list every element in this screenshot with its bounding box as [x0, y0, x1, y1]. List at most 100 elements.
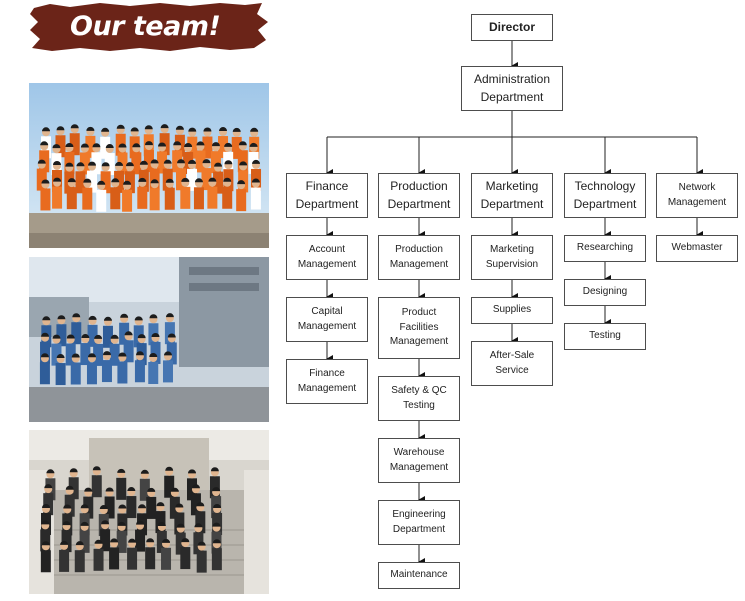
- person-body: [193, 532, 204, 555]
- administration-department-box: Administration Department: [461, 66, 563, 111]
- person-body: [85, 135, 96, 158]
- person-hair: [219, 127, 228, 132]
- person-body: [69, 133, 80, 156]
- person-hair: [202, 159, 211, 164]
- person-hair: [62, 521, 71, 526]
- person-hair: [65, 162, 74, 167]
- person-hair: [76, 162, 85, 167]
- person-hair: [147, 487, 156, 492]
- person-hair: [163, 159, 172, 164]
- finance-department-box: Finance Department: [286, 173, 368, 218]
- person-hair: [165, 313, 174, 318]
- person-hair: [214, 162, 223, 167]
- person-hair: [212, 522, 221, 527]
- person-hair: [92, 143, 101, 148]
- person-hair: [163, 351, 172, 356]
- person-body: [123, 340, 134, 363]
- person-hair: [203, 127, 212, 132]
- person-body: [169, 496, 180, 519]
- person-hair: [110, 334, 119, 339]
- person-hair: [194, 178, 203, 183]
- person-hair: [224, 160, 233, 165]
- person-body: [149, 188, 160, 211]
- director-box: Director: [471, 14, 553, 41]
- person-body: [126, 496, 137, 519]
- person-hair: [187, 469, 196, 474]
- person-body: [135, 529, 146, 552]
- person-body: [40, 341, 51, 364]
- person-body: [65, 343, 76, 366]
- person-hair: [149, 314, 158, 319]
- person-body: [100, 136, 111, 159]
- person-body: [104, 153, 115, 176]
- person-body: [75, 171, 86, 194]
- person-body: [176, 168, 187, 191]
- person-hair: [151, 332, 160, 337]
- person-hair: [80, 143, 89, 148]
- person-body: [110, 187, 121, 210]
- person-hair: [158, 142, 167, 147]
- person-body: [93, 343, 104, 366]
- supplies-box: Supplies: [471, 297, 553, 324]
- person-body: [87, 324, 98, 347]
- person-hair: [184, 143, 193, 148]
- person-hair: [99, 505, 108, 510]
- person-body: [213, 171, 224, 194]
- technology-department-box: Technology Department: [564, 173, 646, 218]
- person-hair: [118, 143, 127, 148]
- person-hair: [118, 352, 127, 357]
- person-hair: [196, 502, 205, 507]
- person-body: [137, 186, 148, 209]
- person-body: [71, 322, 82, 345]
- person-hair: [238, 141, 247, 146]
- person-body: [139, 478, 150, 501]
- person-hair: [160, 124, 169, 129]
- person-body: [164, 475, 175, 498]
- person-hair: [123, 180, 132, 185]
- person-hair: [196, 141, 205, 146]
- person-hair: [92, 466, 101, 471]
- person-hair: [144, 125, 153, 130]
- person-hair: [101, 127, 110, 132]
- person-hair: [70, 124, 79, 129]
- team-photo-blue-uniforms: [29, 257, 269, 422]
- person-body: [116, 530, 127, 553]
- person-body: [91, 152, 102, 175]
- person-body: [210, 151, 221, 174]
- person-hair: [173, 141, 182, 146]
- person-hair: [72, 313, 81, 318]
- person-body: [51, 343, 62, 366]
- person-hair: [165, 178, 174, 183]
- person-hair: [110, 538, 119, 543]
- person-hair: [197, 541, 206, 546]
- person-hair: [56, 126, 65, 131]
- person-hair: [188, 159, 197, 164]
- designing-box: Designing: [564, 279, 646, 306]
- person-hair: [128, 538, 137, 543]
- person-hair: [124, 331, 133, 336]
- person-body: [40, 550, 51, 573]
- person-body: [68, 477, 79, 500]
- person-hair: [66, 334, 75, 339]
- person-hair: [94, 334, 103, 339]
- person-body: [155, 511, 166, 534]
- person-hair: [52, 144, 61, 149]
- marketing-supervision-box: Marketing Supervision: [471, 235, 553, 280]
- person-hair: [167, 333, 176, 338]
- person-hair: [97, 180, 106, 185]
- person-hair: [144, 141, 153, 146]
- person-hair: [57, 315, 66, 320]
- person-hair: [75, 541, 84, 546]
- person-hair: [210, 467, 219, 472]
- person-body: [174, 512, 185, 535]
- capital-management-box: Capital Management: [286, 297, 368, 342]
- person-body: [148, 362, 159, 385]
- person-body: [180, 547, 191, 570]
- person-body: [59, 549, 70, 572]
- person-body: [109, 343, 120, 366]
- person-body: [91, 475, 102, 498]
- person-hair: [80, 521, 89, 526]
- person-body: [201, 168, 212, 191]
- person-hair: [140, 469, 149, 474]
- finance-management-box: Finance Management: [286, 359, 368, 404]
